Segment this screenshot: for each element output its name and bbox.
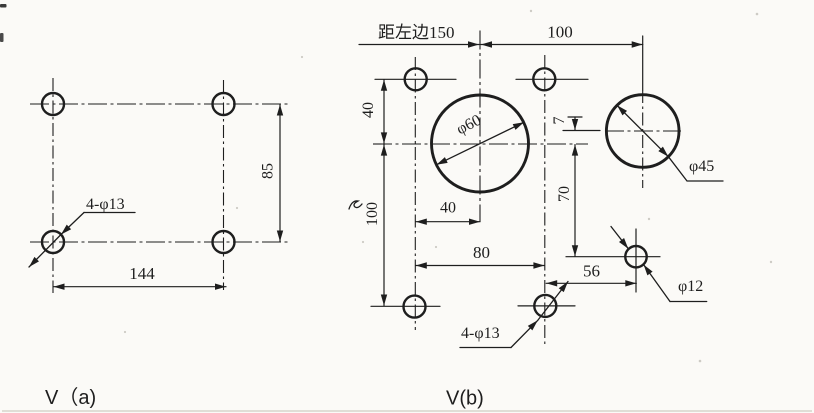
dim-80: 80 bbox=[415, 243, 546, 269]
circle-phi12 bbox=[624, 244, 648, 269]
phi12-label: φ12 bbox=[678, 278, 703, 295]
dim-width-144: 144 bbox=[52, 264, 227, 290]
view-a-caption: V（a) bbox=[45, 386, 96, 409]
scan-artifacts bbox=[0, 4, 812, 412]
dim-label-144: 144 bbox=[129, 264, 155, 283]
noise-dot bbox=[769, 260, 773, 264]
dim-label-left-edge-150: 距左边150 bbox=[378, 23, 455, 42]
dim-left-column: 40 100 bbox=[348, 79, 388, 307]
circle-phi45 bbox=[604, 93, 681, 169]
hole-note-a-label: 4-φ13 bbox=[86, 196, 125, 213]
dim-label-80: 80 bbox=[473, 243, 490, 262]
dim-label-100-vertical: 100 bbox=[364, 202, 381, 226]
phi45-diameter-line bbox=[616, 104, 670, 158]
hole-note-b-leader-tail bbox=[537, 280, 569, 321]
view-a: 85 144 4-φ13 V（a) bbox=[28, 78, 288, 409]
dim-40-horizontal: 40 bbox=[415, 200, 481, 225]
pencil-squiggle bbox=[348, 200, 363, 210]
phi12-feature: φ12 bbox=[565, 225, 708, 303]
hole-note-b: 4-φ13 bbox=[459, 280, 569, 349]
hole-a-bottom-left bbox=[40, 229, 66, 255]
phi45-leader bbox=[667, 156, 724, 182]
phi12-leader-upper bbox=[610, 225, 629, 250]
dim-label-70: 70 bbox=[556, 186, 573, 202]
hole-b-top-mid bbox=[532, 67, 557, 92]
dim-label-40-horizontal: 40 bbox=[440, 200, 456, 217]
noise-dot bbox=[434, 245, 438, 249]
dim-56: 56 bbox=[545, 262, 637, 287]
noise-dot bbox=[647, 217, 651, 221]
hole-b-top-left bbox=[403, 67, 428, 92]
view-b-caption: V(b) bbox=[446, 388, 484, 410]
phi45-label: φ45 bbox=[689, 158, 714, 175]
dim-height-85: 85 bbox=[260, 103, 284, 243]
hole-note-b-leader bbox=[510, 319, 539, 349]
noise-dot bbox=[529, 9, 533, 13]
edge-speck-2 bbox=[0, 33, 4, 42]
phi45-feature: φ45 bbox=[604, 35, 724, 188]
hole-note-a-leader bbox=[60, 211, 85, 236]
hole-note-a: 4-φ13 bbox=[28, 196, 136, 268]
hole-b-bottom-left bbox=[402, 294, 427, 319]
hole-a-bottom-right bbox=[211, 229, 236, 255]
noise-dot bbox=[300, 55, 304, 59]
hole-a-top-left bbox=[40, 91, 66, 117]
noise-dot bbox=[361, 240, 365, 244]
noise-dot bbox=[755, 12, 759, 16]
phi12-leader-lower bbox=[642, 263, 671, 303]
view-b: 距左边150 100 40 100 φ60 40 bbox=[348, 23, 724, 410]
dim-label-56: 56 bbox=[583, 262, 600, 281]
dim-label-40-vertical: 40 bbox=[360, 102, 377, 118]
circle-phi60 bbox=[430, 93, 530, 194]
dim-7-70: 7 70 bbox=[551, 116, 601, 257]
dim-label-100-top: 100 bbox=[547, 23, 573, 42]
noise-dot bbox=[123, 330, 127, 334]
phi60-diameter-line bbox=[435, 121, 525, 166]
edge-speck-1 bbox=[0, 4, 7, 8]
hole-note-a-leader-tail bbox=[28, 233, 62, 268]
hole-a-top-right bbox=[211, 91, 236, 117]
dim-label-7: 7 bbox=[551, 117, 568, 125]
noise-dot bbox=[698, 359, 702, 363]
hole-b-bottom-mid bbox=[533, 293, 558, 319]
hole-note-b-label: 4-φ13 bbox=[461, 325, 500, 342]
dim-top-row: 距左边150 100 bbox=[358, 23, 644, 48]
dim-label-85: 85 bbox=[260, 163, 277, 179]
noise-dot bbox=[235, 206, 239, 210]
